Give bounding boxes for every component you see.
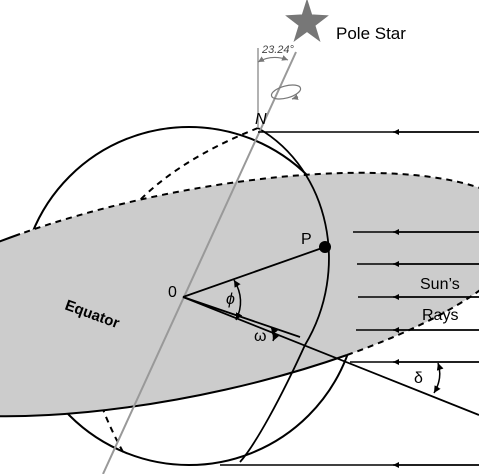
suns-rays-label-line2: Rays [422, 307, 458, 324]
equator-front-edge [0, 233, 348, 418]
tilt-angle-arc [257, 55, 289, 63]
latitude-label: ϕ [226, 291, 235, 308]
declination-label: δ [414, 370, 423, 387]
earth-axis [102, 51, 297, 474]
hour-angle-label: ω [254, 328, 267, 345]
front-meridian [239, 127, 330, 463]
radius-to-p [182, 246, 326, 298]
pole-star-label: Pole Star [336, 24, 406, 43]
latitude-angle-arc [233, 279, 243, 321]
declination-angle-arc [433, 362, 444, 394]
center-label: 0 [168, 284, 177, 301]
sun-rays [220, 129, 479, 468]
north-pole-label: N [255, 111, 267, 128]
suns-rays-label-line1: Sun’s [420, 276, 460, 293]
point-p-label: P [301, 231, 312, 248]
point-p-marker [319, 241, 331, 253]
star-icon [285, 0, 329, 42]
sun-direction-line [182, 296, 479, 416]
rotation-arrow-icon [270, 84, 302, 100]
axial-tilt-label: 23.24° [261, 44, 295, 56]
hour-angle-arc [270, 326, 279, 342]
